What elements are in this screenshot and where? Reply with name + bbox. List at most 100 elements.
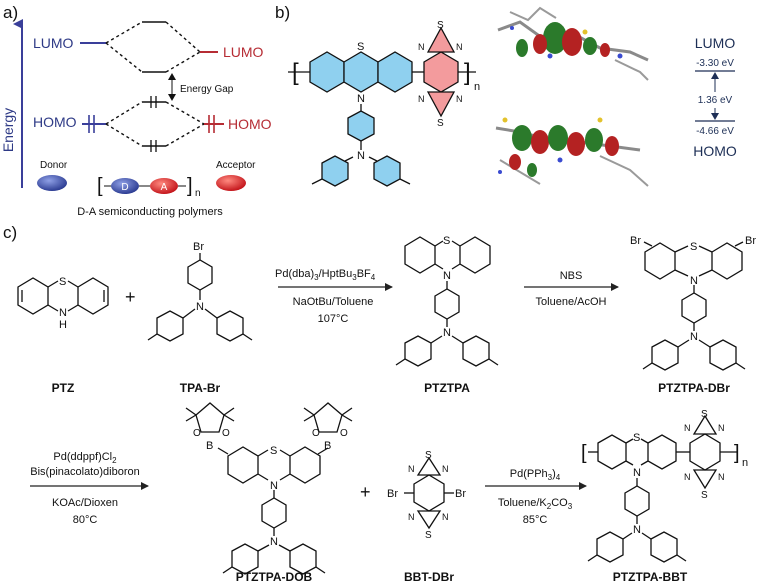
structure-ptztpa	[395, 236, 499, 367]
structure-ptztpa-dob	[185, 402, 353, 575]
poly-sulfur: S	[633, 432, 640, 444]
bbt-n4: N	[442, 512, 449, 522]
dob-boron-1: B	[206, 440, 213, 452]
step1-base: NaOtBu/Toluene	[293, 296, 374, 308]
pb-homo-label: HOMO	[693, 143, 737, 159]
energy-gap-label: Energy Gap	[180, 84, 234, 95]
acceptor-unit-icon	[216, 175, 246, 191]
bbt-n2: N	[442, 464, 449, 474]
compound-label-ptztpa-dob: PTZTPA-DOB	[236, 570, 313, 584]
polymer-bracket-right: ]	[187, 175, 193, 197]
poly-bracket-right: ]	[734, 442, 740, 464]
polymer-donor-unit	[111, 178, 139, 194]
compound-label-tpa-br: TPA-Br	[180, 381, 221, 395]
pb-lumo-label: LUMO	[695, 35, 736, 51]
step2-solvent: Toluene/AcOH	[536, 296, 607, 308]
compound-label-ptztpa-bbt: PTZTPA-BBT	[613, 570, 688, 584]
structure-ptztpa-bbt	[587, 414, 738, 563]
panel-c-label: c)	[3, 223, 17, 242]
pb-subscript-n: n	[474, 81, 480, 93]
ptztpa-sulfur: S	[443, 235, 450, 247]
poly-bbt-n1: N	[684, 423, 691, 433]
pb-bbt-n4: N	[456, 94, 463, 104]
dbr-bromine-1: Br	[630, 235, 641, 247]
polymer-acceptor-text: A	[161, 182, 168, 193]
polymer-acceptor-unit	[150, 178, 178, 194]
pb-bbt-n3: N	[418, 94, 425, 104]
ptz-sulfur: S	[59, 276, 66, 288]
poly-bbt-n2: N	[718, 423, 725, 433]
structure-ptztpa-dbr	[642, 241, 746, 371]
hybrid-electrons	[150, 96, 157, 152]
pb-bbt-n1: N	[418, 42, 425, 52]
step3-conditions: Pd(ddppf)Cl2 Bis(pinacolato)diboron KOAc…	[30, 451, 149, 526]
svg-text:Toluene/K2CO3: Toluene/K2CO3	[498, 497, 573, 511]
dbr-sulfur: S	[690, 241, 697, 253]
svg-text:Pd(ddppf)Cl2: Pd(ddppf)Cl2	[53, 451, 117, 465]
step3-reagent: Bis(pinacolato)diboron	[30, 466, 139, 478]
plus-sign-2: +	[360, 482, 371, 502]
structure-bbt-dbr	[404, 456, 454, 530]
tpabr-nitrogen: N	[196, 301, 204, 313]
poly-bbt-n4: N	[718, 472, 725, 482]
compound-label-ptztpa-dbr: PTZTPA-DBr	[658, 381, 730, 395]
panel-a-label: a)	[3, 3, 18, 22]
panel-a: a) Energy LUMO HOMO Energy Gap	[0, 3, 272, 218]
dob-oxygen-4: O	[340, 428, 348, 439]
step4-catalyst: Pd(PPh	[510, 468, 548, 480]
step3-temp: 80°C	[73, 514, 98, 526]
step3-catalyst: Pd(ddppf)Cl	[53, 451, 112, 463]
pb-bbt-sulfur-bottom: S	[437, 118, 444, 129]
ptz-hydrogen: H	[59, 319, 67, 331]
dob-sulfur: S	[270, 445, 277, 457]
step4-solvent: Toluene/K	[498, 497, 548, 509]
orbital-mixing-lines	[105, 21, 205, 147]
pb-gap-value: 1.36 eV	[698, 95, 733, 106]
dob-nitrogen-2: N	[270, 536, 278, 548]
panel-b-label: b)	[275, 3, 290, 22]
dbr-nitrogen-1: N	[690, 275, 698, 287]
plus-sign-1: +	[125, 287, 136, 307]
pb-nitrogen: N	[357, 93, 365, 105]
bbt-sulfur-top: S	[425, 450, 432, 461]
bbt-bromine-1: Br	[387, 488, 398, 500]
homo-orbital-image	[490, 96, 650, 190]
ptz-nitrogen: N	[59, 307, 67, 319]
dob-oxygen-3: O	[312, 428, 320, 439]
acceptor-homo-electrons	[208, 115, 215, 133]
bbt-n1: N	[408, 464, 415, 474]
panel-b: b) S N N S S N N	[275, 3, 737, 190]
lumo-orbital-image	[490, 6, 650, 86]
step2-conditions: NBS Toluene/AcOH	[524, 270, 619, 308]
compound-label-ptztpa: PTZTPA	[424, 381, 470, 395]
panel-c: c) S N H PTZ + Br N TPA-Br	[3, 223, 756, 584]
compound-label-ptz: PTZ	[52, 381, 75, 395]
step4-conditions: Pd(PPh3)4 Toluene/K2CO3 85°C	[485, 468, 587, 526]
poly-nitrogen-1: N	[633, 467, 641, 479]
poly-subscript-n: n	[742, 457, 748, 469]
dob-oxygen-2: O	[222, 428, 230, 439]
donor-homo-label: HOMO	[33, 114, 77, 130]
donor-unit-icon	[37, 175, 67, 191]
polymer-bracket-left: [	[97, 175, 103, 197]
pb-bracket-right: ]	[464, 59, 471, 86]
pb-acceptor-unit: S S N N N N	[418, 20, 463, 129]
step1-conditions: Pd(dba)3/HptBu3BF4 NaOtBu/Toluene 107°C	[275, 268, 393, 325]
acceptor-lumo-label: LUMO	[223, 44, 264, 60]
ptztpa-nitrogen-1: N	[443, 270, 451, 282]
dob-nitrogen-1: N	[270, 480, 278, 492]
step1-temp: 107°C	[318, 313, 349, 325]
poly-bracket-left: [	[581, 442, 587, 464]
bbt-n3: N	[408, 512, 415, 522]
pb-donor-unit: S N N	[309, 41, 413, 187]
svg-text:Pd(dba)3/HptBu3BF4: Pd(dba)3/HptBu3BF4	[275, 268, 376, 282]
pb-bbt-sulfur-top: S	[437, 20, 444, 31]
donor-homo-electrons	[88, 115, 95, 133]
dob-oxygen-1: O	[193, 428, 201, 439]
pb-sulfur: S	[357, 41, 364, 53]
pb-nitrogen-tpa: N	[357, 150, 365, 162]
panel-a-caption: D-A semiconducting polymers	[77, 206, 223, 218]
pb-bbt-n2: N	[456, 42, 463, 52]
acceptor-legend-label: Acceptor	[216, 160, 256, 171]
